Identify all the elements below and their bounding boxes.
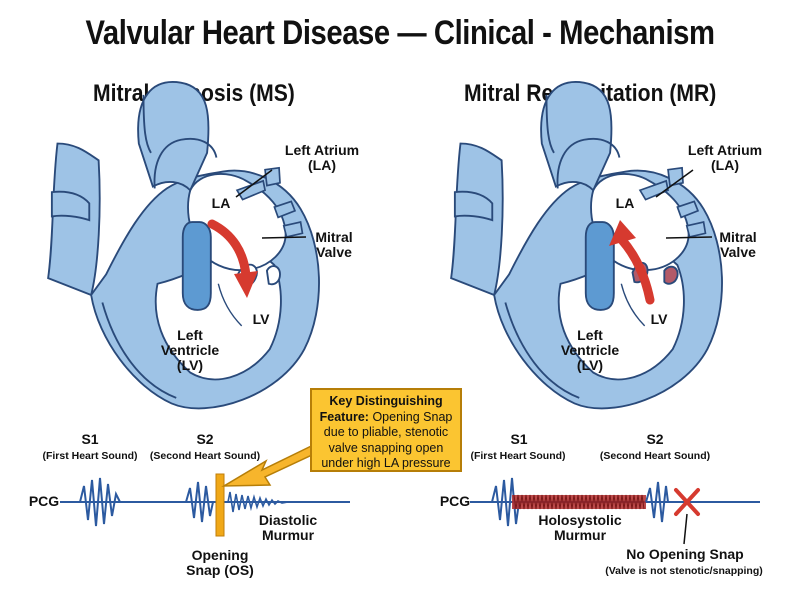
mr-left-atrium-line2: (LA) — [711, 157, 739, 173]
ms-s2-description: (Second Heart Sound) — [149, 450, 261, 462]
mr-murmur-line2: Murmur — [553, 527, 607, 543]
ms-lv-line3: (LV) — [176, 357, 204, 373]
ms-s1-waveform — [79, 477, 121, 527]
callout-heading: Key Distinguishing Feature: — [319, 394, 443, 424]
ms-lv-label: LV — [252, 311, 270, 327]
no-snap-pointer — [683, 513, 688, 545]
ms-flow-arrow — [207, 219, 251, 281]
ms-left-atrium-label: Left Atrium (LA) — [272, 143, 372, 173]
mr-lv-line1: Left — [577, 327, 603, 343]
page-title: Valvular Heart Disease — Clinical - Mech… — [85, 14, 715, 52]
ms-pcg-label: PCG — [28, 493, 60, 509]
mr-flow-arrow — [617, 235, 655, 305]
mr-mitral-line1: Mitral — [719, 229, 757, 245]
mr-lv-line2: Ventricle — [560, 342, 620, 358]
mr-flow-arrowhead — [609, 220, 636, 246]
ms-flow-arrowhead — [234, 271, 258, 298]
ms-mitral-valve-label: Mitral Valve — [306, 230, 362, 260]
mr-mitral-valve-pointer — [665, 236, 713, 239]
mr-mitral-line2: Valve — [720, 244, 756, 260]
ms-s1-description: (First Heart Sound) — [42, 450, 138, 462]
ms-left-atrium-pointer — [235, 169, 273, 198]
opening-snap-label: Opening Snap (OS) — [180, 548, 260, 578]
mr-murmur-line1: Holosystolic — [538, 512, 622, 528]
no-opening-snap-description: (Valve is not stenotic/snapping) — [605, 565, 763, 577]
mr-left-atrium-line1: Left Atrium — [687, 142, 763, 158]
mr-holosystolic-murmur-label: Holosystolic Murmur — [530, 513, 630, 543]
ms-diastolic-murmur-waveform — [227, 491, 289, 513]
mr-lv-label: LV — [650, 311, 668, 327]
ms-s2-label: S2 — [196, 431, 214, 447]
opening-snap-marker — [215, 473, 225, 537]
opening-snap-line1: Opening — [191, 547, 249, 563]
ms-mitral-valve-pointer — [261, 236, 307, 239]
ms-s2-waveform — [185, 481, 214, 523]
mr-left-atrium-label: Left Atrium (LA) — [675, 143, 775, 173]
ms-mitral-line2: Valve — [316, 244, 352, 260]
opening-snap-line2: Snap (OS) — [186, 562, 254, 578]
ms-s1-label: S1 — [81, 431, 99, 447]
mr-s2-label: S2 — [646, 431, 664, 447]
ms-left-atrium-line1: Left Atrium — [284, 142, 360, 158]
ms-lv-line1: Left — [177, 327, 203, 343]
mr-la-label: LA — [615, 195, 635, 211]
mr-s2-waveform — [645, 481, 669, 523]
ms-murmur-line2: Murmur — [261, 527, 315, 543]
mr-murmur-texture — [513, 494, 645, 510]
ms-mitral-line1: Mitral — [315, 229, 353, 245]
mr-mitral-valve-label: Mitral Valve — [710, 230, 766, 260]
ms-left-atrium-line2: (LA) — [308, 157, 336, 173]
ms-la-label: LA — [211, 195, 231, 211]
no-opening-snap-label: No Opening Snap — [626, 546, 744, 562]
mr-pcg-label: PCG — [439, 493, 471, 509]
mr-left-atrium-pointer — [655, 169, 694, 198]
ms-murmur-line1: Diastolic — [258, 512, 318, 528]
key-feature-callout: Key Distinguishing Feature: Opening Snap… — [310, 388, 462, 472]
mr-s1-description: (First Heart Sound) — [470, 450, 566, 462]
mr-s2-description: (Second Heart Sound) — [599, 450, 711, 462]
ms-diastolic-murmur-label: Diastolic Murmur — [248, 513, 328, 543]
mr-s1-label: S1 — [510, 431, 528, 447]
no-opening-snap-x-icon — [674, 488, 700, 516]
mr-lv-line3: (LV) — [576, 357, 604, 373]
mr-s1-waveform — [491, 477, 520, 527]
mr-left-ventricle-label: Left Ventricle (LV) — [550, 328, 630, 373]
callout-text: Opening Snap due to pliable, stenotic va… — [321, 409, 453, 471]
ms-lv-line2: Ventricle — [160, 342, 220, 358]
ms-left-ventricle-label: Left Ventricle (LV) — [150, 328, 230, 373]
